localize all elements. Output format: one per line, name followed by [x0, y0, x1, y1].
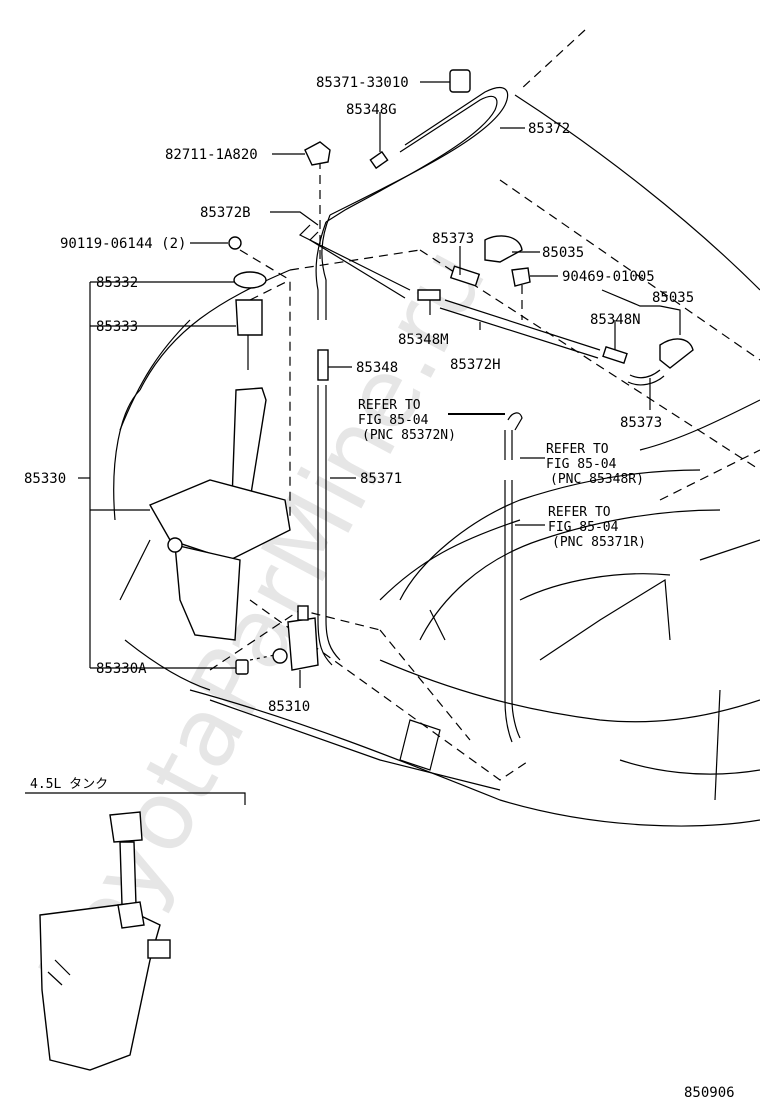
clip-82711: [304, 141, 331, 166]
label-85035-right: 85035: [652, 290, 694, 306]
joint-85348n: [602, 345, 628, 365]
connector-85348: [317, 349, 329, 381]
label-85330: 85330: [24, 471, 66, 487]
reference-notes: REFER TO FIG 85-04 (PNC 85372N) REFER TO…: [358, 398, 646, 550]
label-85372: 85372: [528, 121, 570, 137]
nozzle-85035-2: [659, 338, 694, 369]
tank-85330: [231, 387, 267, 501]
ref-85348r-line2: FIG 85-04: [546, 457, 617, 472]
cap-85332: [233, 271, 267, 289]
ref-85348r-line3: (PNC 85348R): [550, 472, 644, 487]
label-85373-top: 85373: [432, 231, 474, 247]
inset-tank-4-5l: [39, 811, 171, 1071]
label-85348n: 85348N: [590, 312, 641, 328]
ref-85372n-line3: (PNC 85372N): [362, 428, 456, 443]
joint-85348m: [417, 289, 441, 301]
part-labels: 85371-33010 85348G 85372 82711-1A820 853…: [24, 75, 694, 715]
tube-85373: [449, 265, 481, 287]
label-85348m: 85348M: [398, 332, 449, 348]
clip-85371: [449, 69, 471, 93]
parts-shapes: [148, 69, 694, 675]
leader-lines: [25, 81, 681, 805]
clip-90469: [511, 267, 531, 287]
vehicle-body-outline: [113, 29, 760, 827]
label-85332: 85332: [96, 275, 138, 291]
label-85348: 85348: [356, 360, 398, 376]
ref-85371r-line1: REFER TO: [548, 505, 611, 520]
label-85310: 85310: [268, 699, 310, 715]
grommet-85330a: [235, 659, 249, 675]
label-85373-bottom: 85373: [620, 415, 662, 431]
ref-85371r-line2: FIG 85-04: [548, 520, 619, 535]
ref-85371r-line3: (PNC 85371R): [552, 535, 646, 550]
nozzle-85035: [484, 235, 523, 263]
pump-85310: [287, 617, 319, 671]
label-85035-top: 85035: [542, 245, 584, 261]
connector-85348g: [369, 150, 389, 170]
label-85371-33010: 85371-33010: [316, 75, 409, 91]
hoses: [298, 87, 665, 743]
figure-number: 850906: [684, 1085, 735, 1101]
label-85372b: 85372B: [200, 205, 251, 221]
label-85333: 85333: [96, 319, 138, 335]
label-85330a: 85330A: [96, 661, 147, 677]
label-85371: 85371: [360, 471, 402, 487]
label-85372h: 85372H: [450, 357, 501, 373]
label-82711-1a820: 82711-1A820: [165, 147, 258, 163]
ref-85372n-line2: FIG 85-04: [358, 413, 429, 428]
filler-85333: [235, 299, 263, 336]
inset-title: 4.5L タンク: [30, 777, 108, 792]
ref-85348r-line1: REFER TO: [546, 442, 609, 457]
label-85348g: 85348G: [346, 102, 397, 118]
bolt-90119: [228, 236, 242, 250]
label-90119-06144: 90119-06144 (2): [60, 236, 186, 252]
label-90469-01005: 90469-01005: [562, 269, 655, 285]
ref-85372n-line1: REFER TO: [358, 398, 421, 413]
